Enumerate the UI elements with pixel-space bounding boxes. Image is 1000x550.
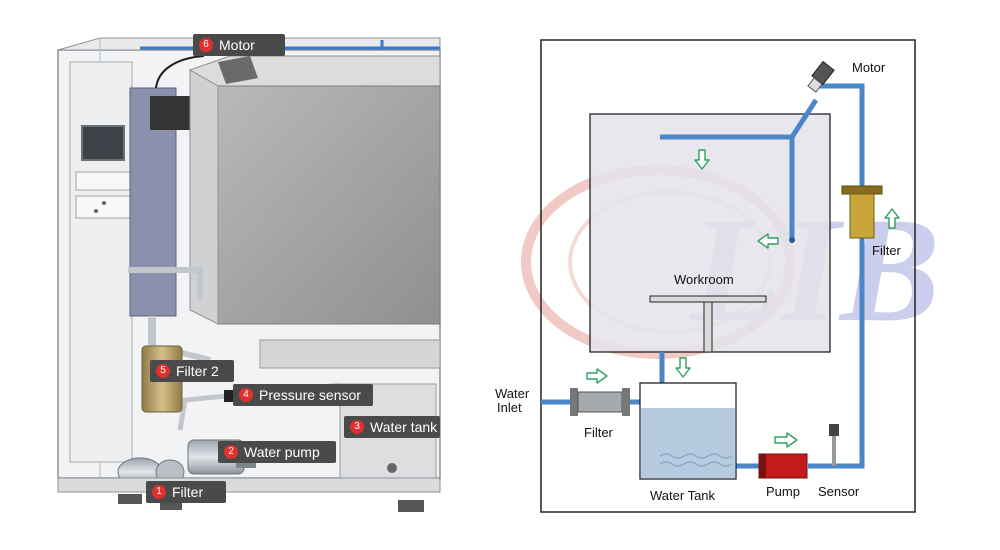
label-water-tank: Water Tank — [650, 488, 716, 503]
equipment-3d-view — [57, 36, 441, 512]
pump-icon — [758, 453, 808, 479]
label-filter-right: Filter — [872, 243, 901, 258]
callout-label: Filter — [172, 484, 204, 500]
motor-icon — [807, 60, 835, 93]
callout-label: Water tank — [370, 419, 438, 435]
label-sensor: Sensor — [818, 484, 860, 499]
callout-water-tank: 3 Water tank — [344, 416, 440, 438]
sensor-icon — [829, 424, 839, 466]
callout-filter-2: 5 Filter 2 — [150, 360, 234, 382]
callout-number-badge: 5 — [156, 364, 170, 378]
filter-left-icon — [570, 388, 630, 416]
callout-number-badge: 1 — [152, 485, 166, 499]
arrow-left-icon — [757, 233, 779, 249]
callout-number-badge: 3 — [350, 420, 364, 434]
arrow-down-icon — [675, 357, 691, 378]
arrow-right-icon — [774, 432, 798, 448]
water-tank-icon — [639, 382, 737, 480]
callout-number-badge: 6 — [199, 38, 213, 52]
callout-water-pump: 2 Water pump — [218, 441, 336, 463]
label-pump: Pump — [766, 484, 800, 499]
callout-label: Pressure sensor — [259, 387, 361, 403]
label-motor: Motor — [852, 60, 886, 75]
callout-filter: 1 Filter — [146, 481, 226, 503]
label-water-inlet-line1: Water — [495, 386, 530, 401]
callout-number-badge: 4 — [239, 388, 253, 402]
label-filter-left: Filter — [584, 425, 613, 440]
label-workroom: Workroom — [674, 272, 734, 287]
arrow-right-icon — [586, 368, 608, 384]
filter-right-icon — [841, 185, 883, 239]
arrow-up-icon — [884, 208, 900, 229]
schematic-diagram: LIB — [521, 39, 940, 513]
callout-pressure-sensor: 4 Pressure sensor — [233, 384, 373, 406]
callout-number-badge: 2 — [224, 445, 238, 459]
callout-motor: 6 Motor — [193, 34, 285, 56]
flow-arrows — [586, 149, 900, 448]
callout-label: Filter 2 — [176, 363, 219, 379]
callout-label: Motor — [219, 37, 255, 53]
callout-label: Water pump — [244, 444, 320, 460]
arrow-down-icon — [694, 149, 710, 170]
label-water-inlet-line2: Inlet — [497, 400, 522, 415]
